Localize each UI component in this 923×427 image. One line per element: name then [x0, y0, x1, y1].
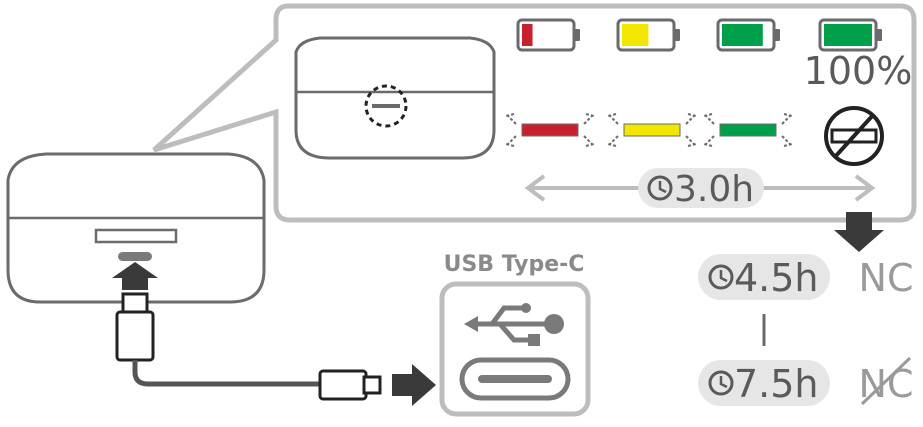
battery-fill — [824, 24, 872, 46]
charge-time-label: 3.0h — [674, 169, 754, 210]
usage-time-nc-off: 7.5h — [734, 362, 819, 406]
arrow-up-icon — [112, 262, 158, 290]
led-yellow-blinking-icon — [607, 113, 697, 147]
full-label: 100% — [804, 49, 913, 93]
clock-icon — [708, 264, 734, 290]
usb-c-plug — [115, 292, 155, 362]
mode-disabled-strike — [860, 356, 912, 406]
port-label: USB Type-C — [444, 252, 585, 277]
led-green-blinking-icon — [703, 113, 793, 147]
case-usb-port — [118, 252, 152, 261]
battery-levels — [516, 18, 882, 52]
battery-fill — [622, 24, 649, 46]
usb-c-port-icon — [439, 281, 591, 417]
battery-high-icon — [716, 18, 780, 52]
usage-nc-off: 7.5h NC — [698, 356, 913, 406]
battery-low-icon — [516, 18, 580, 52]
arrow-down-icon — [834, 212, 884, 252]
battery-mid-icon — [616, 18, 680, 52]
mode-nc-on: NC — [859, 256, 914, 300]
clock-icon — [647, 175, 673, 201]
battery-full-icon — [818, 18, 882, 52]
battery-fill — [722, 24, 763, 46]
usage-nc-on: 4.5h NC — [698, 254, 913, 300]
usage-time-nc-on: 4.5h — [734, 256, 819, 300]
led-states — [505, 113, 793, 147]
led-off-icon — [824, 106, 884, 166]
battery-fill — [522, 24, 533, 46]
charging-case — [6, 152, 266, 304]
clock-icon — [708, 370, 734, 396]
usb-symbol-icon — [464, 303, 564, 346]
usb-cable — [132, 360, 320, 387]
led-indicator-highlight — [364, 84, 408, 128]
charge-duration-arrow: 3.0h — [524, 168, 876, 210]
usb-c-plug-right — [318, 369, 382, 401]
led-red-blinking-icon — [505, 113, 595, 147]
case-closeup — [294, 36, 496, 160]
arrow-right-icon — [392, 364, 436, 406]
